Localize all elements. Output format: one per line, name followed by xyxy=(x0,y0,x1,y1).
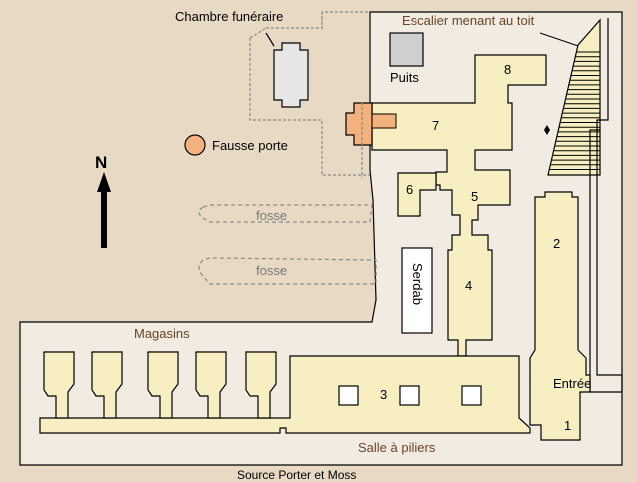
north-arrow-head xyxy=(97,172,111,192)
well-label: Puits xyxy=(390,70,419,85)
room-6-number: 6 xyxy=(406,182,413,197)
well xyxy=(389,32,424,67)
room-4-number: 4 xyxy=(465,278,472,293)
room-5-number: 5 xyxy=(471,189,478,204)
burial-shaft-outline xyxy=(249,11,370,176)
burial-chamber xyxy=(273,42,309,108)
burial-chamber-label: Chambre funéraire xyxy=(175,9,283,24)
entrance-label: Entrée xyxy=(553,376,591,391)
pit-2 xyxy=(198,257,377,285)
pillar xyxy=(399,385,420,406)
pillared-hall-label: Salle à piliers xyxy=(358,440,436,455)
pit-2-label: fosse xyxy=(256,263,287,278)
storeroom xyxy=(147,351,179,419)
storeroom xyxy=(91,351,123,419)
false-door-legend-label: Fausse porte xyxy=(212,138,288,153)
north-label: N xyxy=(95,153,107,172)
rooms-complex-upper xyxy=(371,54,547,357)
room-2-corridor xyxy=(529,191,591,441)
pillar xyxy=(338,385,359,406)
room-1-number: 1 xyxy=(564,418,571,433)
stair-mark xyxy=(544,125,550,135)
pit-1-label: fosse xyxy=(256,208,287,223)
storeroom xyxy=(43,351,75,419)
room-2-number: 2 xyxy=(553,236,560,251)
pillar xyxy=(461,385,482,406)
north-arrow-shaft xyxy=(101,190,107,248)
room-8-number: 8 xyxy=(504,62,511,77)
room-3-number: 3 xyxy=(380,387,387,402)
burial-chamber-leader xyxy=(265,32,275,47)
storeroom xyxy=(245,351,277,419)
room-6 xyxy=(397,172,437,217)
pit-1 xyxy=(198,204,373,223)
storerooms-label: Magasins xyxy=(134,326,190,341)
serdab xyxy=(401,247,433,334)
stair-label: Escalier menant au toit xyxy=(402,13,535,28)
false-door-passage xyxy=(371,113,397,129)
serdab-label: Serdab xyxy=(410,263,425,305)
caption-band xyxy=(0,466,637,482)
pillared-hall xyxy=(39,355,531,434)
false-door-legend-dot xyxy=(184,134,206,156)
room-7-number: 7 xyxy=(432,118,439,133)
false-door xyxy=(345,102,373,146)
east-wall xyxy=(589,18,623,393)
source-caption: Source Porter et Moss xyxy=(237,468,356,482)
storeroom xyxy=(195,351,227,419)
